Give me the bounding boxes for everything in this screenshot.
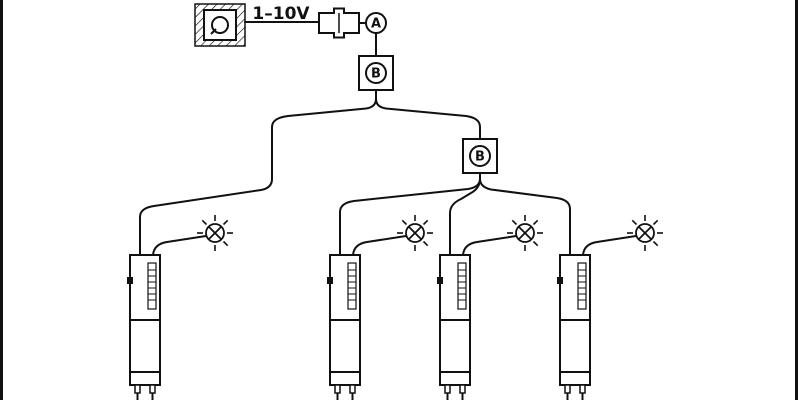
dimmer-switch-icon <box>194 3 246 47</box>
page-edge-right <box>795 0 798 400</box>
wire-branch-driver-4 <box>479 172 571 256</box>
distributor-1-circle <box>365 62 387 84</box>
dimmer-knob-marker <box>210 28 217 35</box>
distributor-2-circle <box>469 145 491 167</box>
distributor-2-label: B <box>475 150 485 165</box>
wire-branch-to-distributor-2 <box>375 89 481 140</box>
node-a-circle <box>365 12 387 34</box>
wire-branch-driver-1 <box>139 89 377 256</box>
driver-lamp-unit-1 <box>127 215 233 400</box>
wire-branch-driver-3 <box>449 172 481 256</box>
page-edge-left <box>0 0 3 400</box>
driver-lamp-unit-2 <box>327 215 433 400</box>
driver-lamp-unit-3 <box>437 215 543 400</box>
distributor-2: B <box>462 138 498 174</box>
node-a: A <box>365 12 387 34</box>
connector-icon <box>318 7 360 39</box>
control-signal-label: 1–10V <box>252 4 310 24</box>
distributor-1-label: B <box>371 67 381 82</box>
driver-lamp-unit-4 <box>557 215 663 400</box>
node-a-label: A <box>371 17 381 32</box>
distributor-1: B <box>358 55 394 91</box>
